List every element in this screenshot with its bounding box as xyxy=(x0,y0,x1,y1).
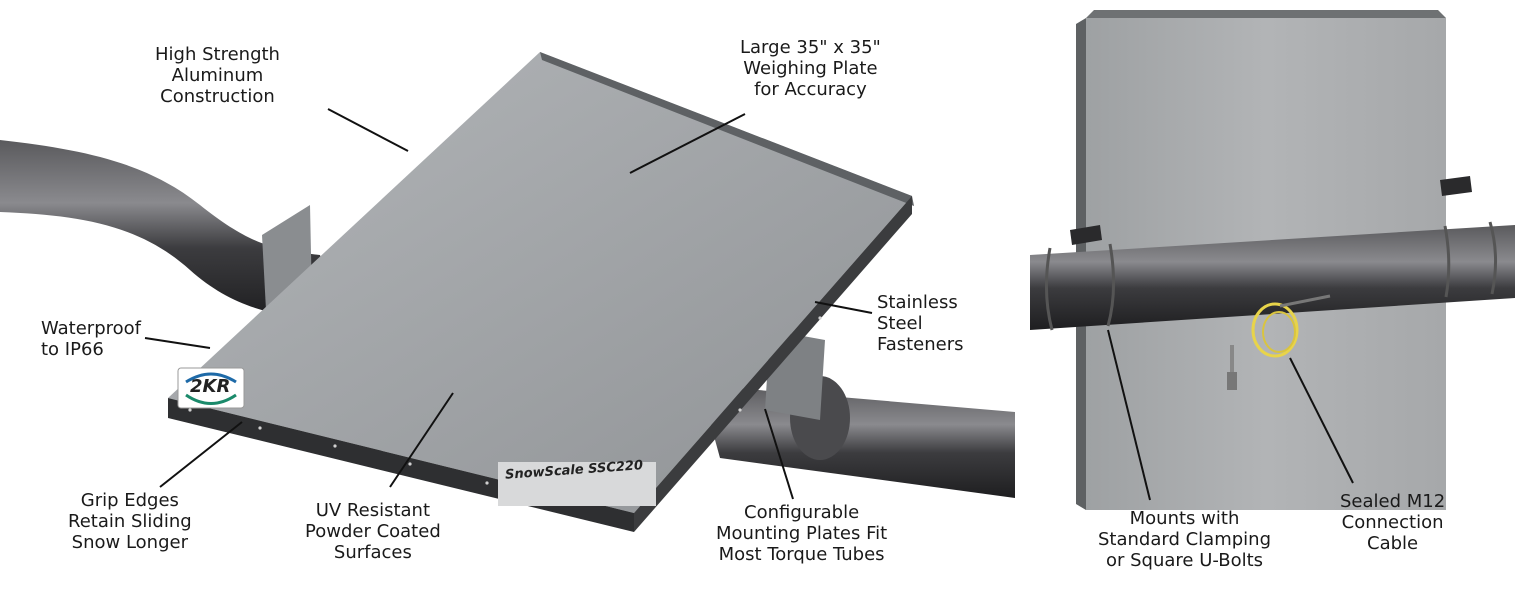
fasteners xyxy=(188,316,822,502)
plate-back-lip xyxy=(540,52,914,206)
torque-tube-left xyxy=(0,140,340,320)
callout-fasteners: Stainless Steel Fasteners xyxy=(877,292,964,355)
leader-lines-left xyxy=(144,108,873,500)
callout-weighing-plate: Large 35" x 35" Weighing Plate for Accur… xyxy=(740,37,881,100)
callout-uv-resistant: UV Resistant Powder Coated Surfaces xyxy=(305,500,441,563)
right-scale-view xyxy=(1030,10,1515,510)
left-scale-view xyxy=(0,52,1015,532)
callout-cable: Sealed M12 Connection Cable xyxy=(1340,491,1446,554)
model-label-plate xyxy=(498,462,656,506)
clamp-bracket-left xyxy=(1070,225,1102,245)
brand-logo xyxy=(177,367,245,409)
back-plate-edge-top xyxy=(1086,10,1446,18)
callout-mounts: Mounts with Standard Clamping or Square … xyxy=(1098,508,1272,571)
leader-lines-right xyxy=(1107,329,1354,501)
u-bolts xyxy=(1044,221,1498,331)
grip-edge-side xyxy=(634,196,912,532)
weighing-plate-top xyxy=(168,52,912,513)
callout-mounting-plates: Configurable Mounting Plates Fit Most To… xyxy=(716,502,888,565)
brand-logo-text: 2KR xyxy=(190,376,231,397)
clamp-bracket-right xyxy=(1440,176,1472,196)
torque-tube-right xyxy=(700,385,1015,498)
callout-waterproof: Waterproof to IP66 xyxy=(41,318,142,360)
callout-aluminum: High Strength Aluminum Construction xyxy=(155,44,280,107)
torque-tube-back xyxy=(1030,225,1515,330)
m12-cable xyxy=(1227,294,1331,390)
callout-grip-edges: Grip Edges Retain Sliding Snow Longer xyxy=(68,490,192,553)
